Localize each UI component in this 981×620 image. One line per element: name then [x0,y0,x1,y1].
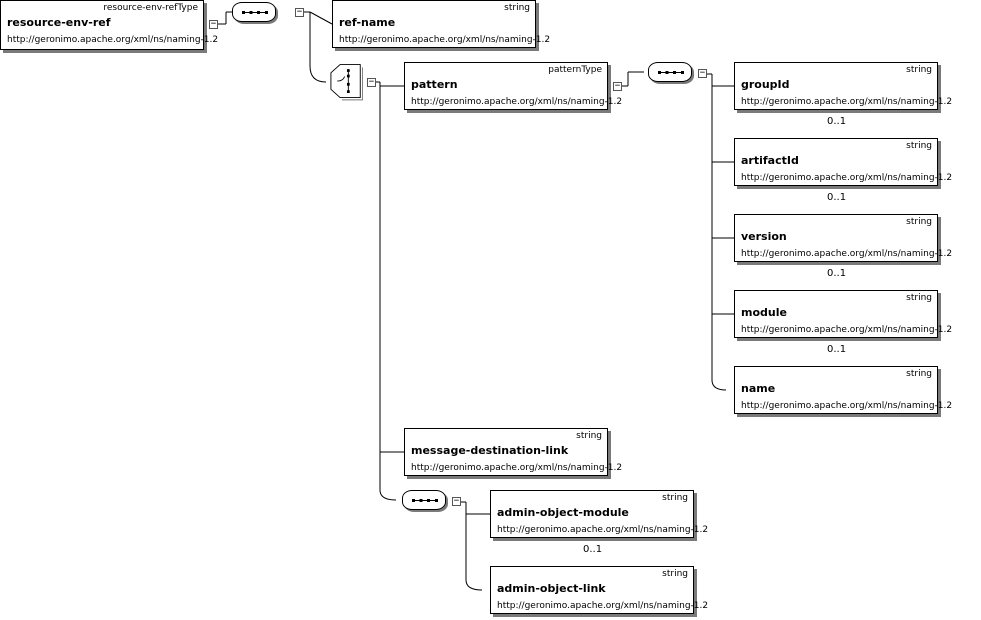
element-name-node[interactable]: string name http://geronimo.apache.org/x… [734,366,952,414]
namespace-label: http://geronimo.apache.org/xml/ns/naming… [339,35,551,45]
collapse-toggle-icon[interactable]: − [613,81,622,91]
occurrence-label: 0..1 [583,544,603,555]
type-label: patternType [548,65,602,75]
element-message-destination-link[interactable]: string message-destination-link http://g… [404,428,622,476]
sequence-compositor-icon[interactable] [232,2,276,22]
collapse-toggle-icon[interactable]: − [209,19,218,29]
namespace-label: http://geronimo.apache.org/xml/ns/naming… [411,97,623,107]
sequence-compositor-icon[interactable] [648,62,692,82]
sequence-dots-icon [242,11,268,14]
namespace-label: http://geronimo.apache.org/xml/ns/naming… [741,401,953,411]
occurrence-label: 0..1 [827,116,847,127]
type-label: string [662,493,688,503]
element-name: name [741,382,776,395]
occurrence-label: 0..1 [827,344,847,355]
namespace-label: http://geronimo.apache.org/xml/ns/naming… [741,97,953,107]
namespace-label: http://geronimo.apache.org/xml/ns/naming… [741,325,953,335]
type-label: string [576,431,602,441]
type-label: string [906,369,932,379]
element-version[interactable]: string version http://geronimo.apache.or… [734,214,952,262]
element-name: version [741,230,787,243]
element-pattern[interactable]: patternType pattern http://geronimo.apac… [404,62,622,110]
sequence-dots-icon [658,71,684,74]
element-name: admin-object-link [497,582,606,595]
namespace-label: http://geronimo.apache.org/xml/ns/naming… [497,601,709,611]
element-admin-object-module[interactable]: string admin-object-module http://geroni… [490,490,708,538]
element-name: message-destination-link [411,444,569,457]
namespace-label: http://geronimo.apache.org/xml/ns/naming… [7,35,219,45]
occurrence-label: 0..1 [827,192,847,203]
element-name: pattern [411,78,458,91]
type-label: string [906,217,932,227]
choice-compositor-icon[interactable] [330,63,363,101]
element-admin-object-link[interactable]: string admin-object-link http://geronimo… [490,566,708,614]
collapse-toggle-icon[interactable]: − [452,496,461,506]
sequence-dots-icon [412,499,438,502]
type-label: resource-env-refType [103,3,198,13]
occurrence-label: 0..1 [827,268,847,279]
element-ref-name[interactable]: string ref-name http://geronimo.apache.o… [332,0,550,48]
type-label: string [906,141,932,151]
element-name: resource-env-ref [7,16,111,29]
element-module[interactable]: string module http://geronimo.apache.org… [734,290,952,338]
type-label: string [906,65,932,75]
type-label: string [906,293,932,303]
type-label: string [504,3,530,13]
element-name: module [741,306,787,319]
element-name: artifactId [741,154,799,167]
element-groupId[interactable]: string groupId http://geronimo.apache.or… [734,62,952,110]
collapse-toggle-icon[interactable]: − [367,77,376,87]
sequence-compositor-icon[interactable] [402,490,446,510]
root-element-resource-env-ref[interactable]: resource-env-refType resource-env-ref ht… [0,0,218,50]
namespace-label: http://geronimo.apache.org/xml/ns/naming… [741,173,953,183]
element-name: ref-name [339,16,396,29]
collapse-toggle-icon[interactable]: − [698,68,707,78]
namespace-label: http://geronimo.apache.org/xml/ns/naming… [497,525,709,535]
element-name: groupId [741,78,790,91]
element-artifactId[interactable]: string artifactId http://geronimo.apache… [734,138,952,186]
namespace-label: http://geronimo.apache.org/xml/ns/naming… [741,249,953,259]
element-name: admin-object-module [497,506,629,519]
collapse-toggle-icon[interactable]: − [295,7,304,17]
type-label: string [662,569,688,579]
namespace-label: http://geronimo.apache.org/xml/ns/naming… [411,463,623,473]
